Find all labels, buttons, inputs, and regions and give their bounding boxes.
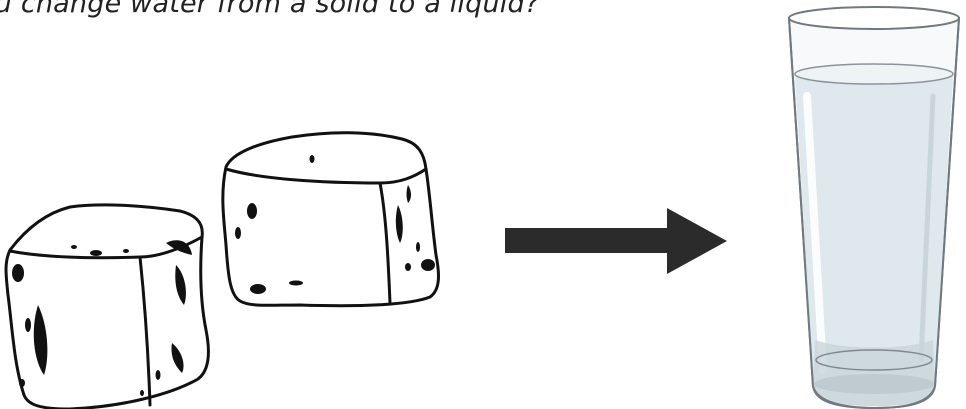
question-text: ou change water from a solid to a liquid…	[0, 0, 539, 19]
right-arrow-icon	[505, 208, 727, 274]
front-ice-cube	[6, 205, 208, 409]
back-ice-cube	[223, 133, 439, 306]
glass-of-water-image	[783, 0, 966, 409]
ice-cubes-image	[0, 125, 450, 409]
